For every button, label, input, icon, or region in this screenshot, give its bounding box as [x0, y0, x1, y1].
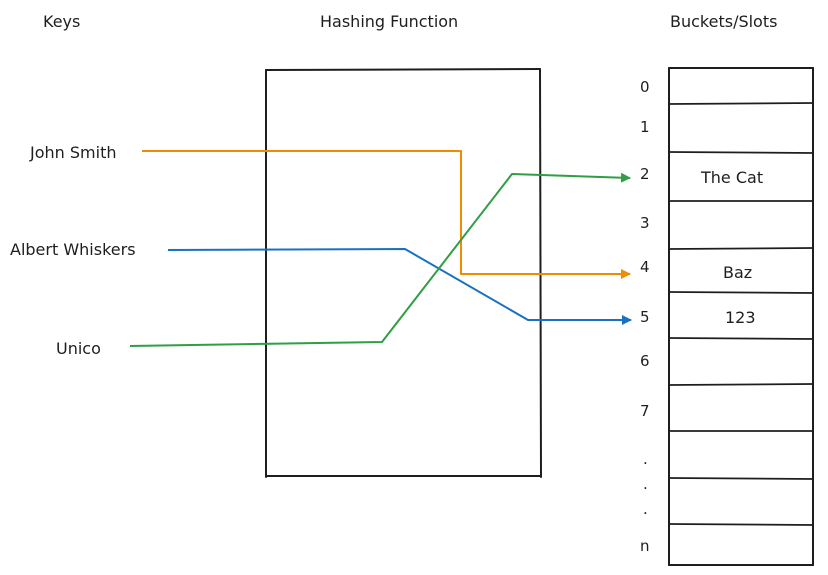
bucket-index-4: 4 [640, 258, 650, 276]
bucket-index-dot-1: . [643, 450, 648, 468]
buckets-column [668, 67, 814, 566]
bucket-index-7: 7 [640, 402, 650, 420]
bucket-index-3: 3 [640, 214, 650, 232]
bucket-divider [668, 291, 814, 294]
bucket-index-2: 2 [640, 165, 650, 183]
bucket-divider [668, 477, 814, 480]
bucket-divider [668, 383, 814, 386]
bucket-value-2: The Cat [701, 168, 764, 187]
bucket-index-6: 6 [640, 352, 650, 370]
buckets-header: Buckets/Slots [670, 12, 778, 31]
bucket-index-dot-2: . [643, 475, 648, 493]
bucket-divider [668, 247, 814, 250]
bucket-index-n: n [640, 537, 650, 555]
keys-header: Keys [43, 12, 81, 31]
bucket-divider [668, 523, 814, 526]
arrow-albert-whiskers-to-5 [167, 248, 632, 325]
bucket-value-5: 123 [725, 308, 756, 327]
key-unico: Unico [56, 339, 101, 358]
bucket-index-dot-3: . [643, 500, 648, 518]
bucket-divider [668, 102, 814, 105]
bucket-dividers [668, 102, 814, 526]
bucket-value-4: Baz [723, 263, 753, 282]
bucket-index-5: 5 [640, 308, 650, 326]
key-albert-whiskers: Albert Whiskers [10, 240, 136, 259]
bucket-divider [668, 151, 814, 154]
arrow-john-smith-to-4 [142, 150, 631, 279]
bucket-divider [668, 337, 814, 340]
bucket-index-0: 0 [640, 78, 650, 96]
hashing-function-header: Hashing Function [320, 12, 459, 31]
arrow-unico-to-2 [129, 172, 631, 347]
key-john-smith: John Smith [30, 143, 117, 162]
bucket-index-1: 1 [640, 118, 650, 136]
